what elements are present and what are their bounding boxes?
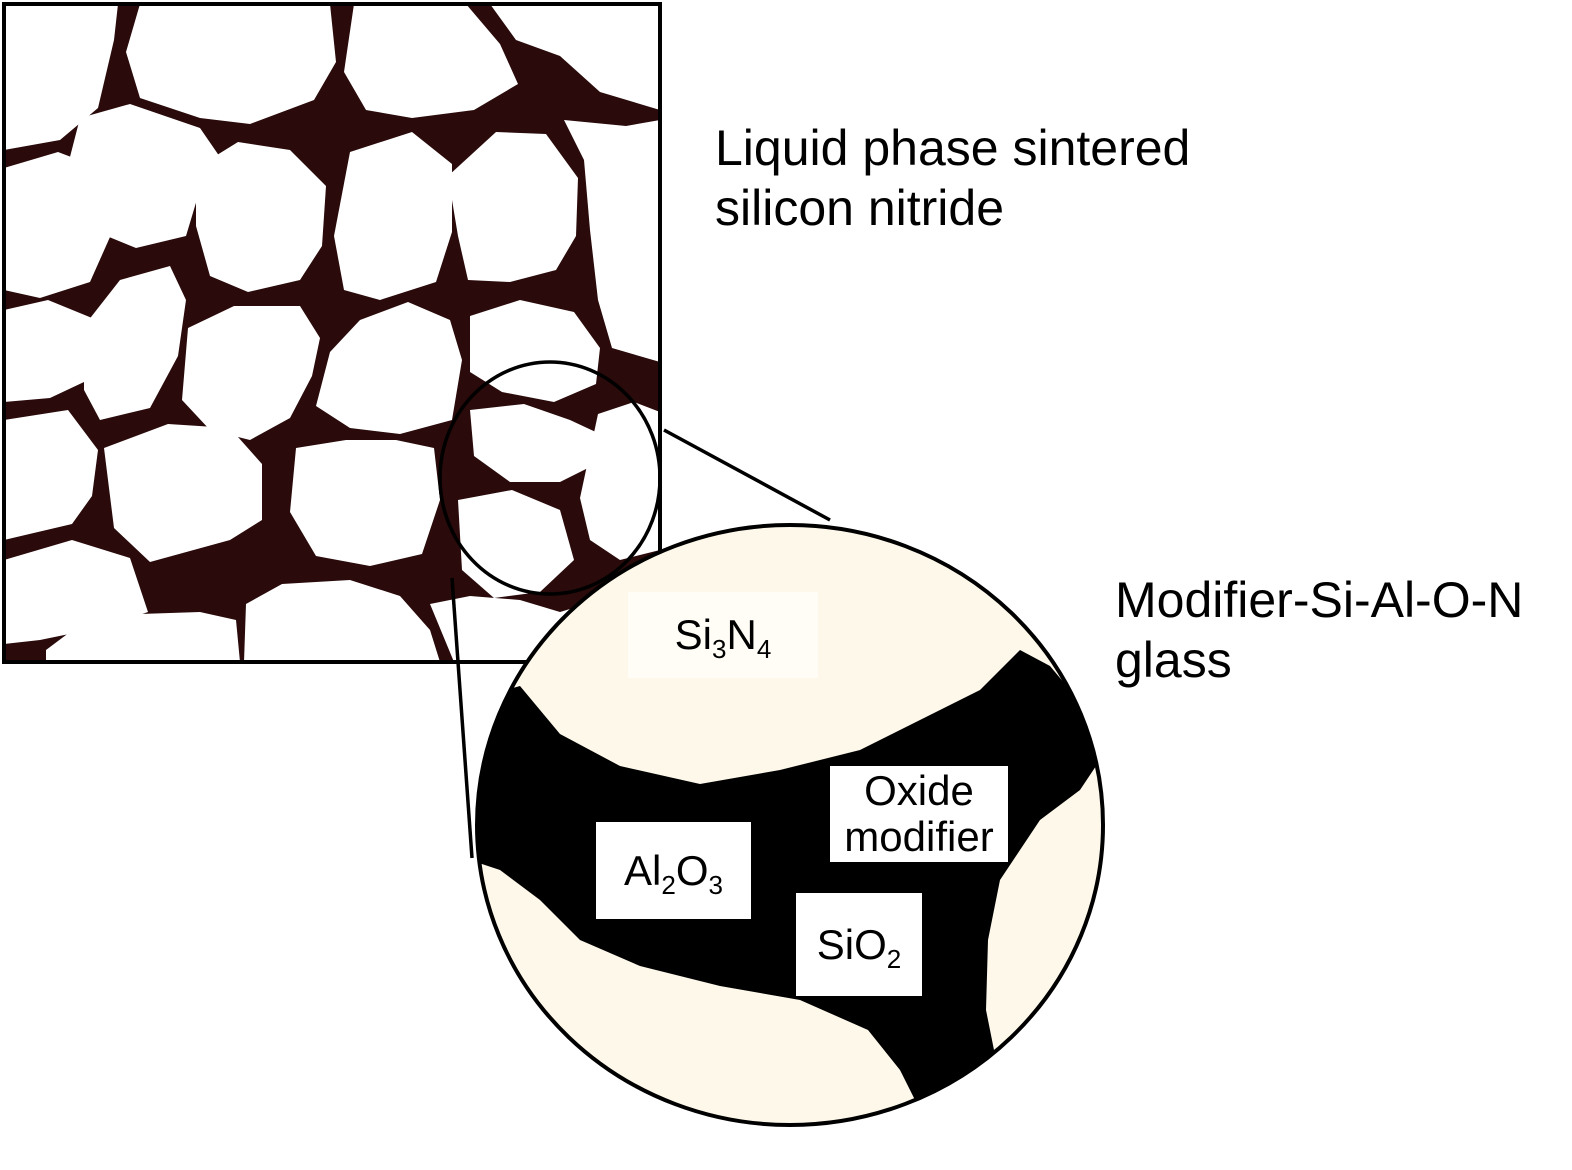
label-subscript: 2 <box>887 944 901 974</box>
label-subscript: 2 <box>661 870 675 900</box>
caption-line: Liquid phase sintered <box>715 118 1190 178</box>
label-text: Oxide <box>864 768 974 814</box>
label-text: SiO <box>817 921 887 968</box>
grain <box>290 440 440 566</box>
label-text: N <box>727 611 757 658</box>
caption-line: Modifier-Si-Al-O-N <box>1115 570 1523 630</box>
caption-glass: Modifier-Si-Al-O-N glass <box>1115 570 1523 690</box>
label-subscript: 4 <box>757 634 771 664</box>
label-text: Al <box>624 847 661 894</box>
label-subscript: 3 <box>712 634 726 664</box>
caption-line: silicon nitride <box>715 178 1190 238</box>
label-sio2: SiO2 <box>796 893 922 996</box>
grain <box>334 132 452 300</box>
connector-line-right <box>664 430 830 520</box>
label-oxide-modifier: Oxide modifier <box>830 766 1008 862</box>
caption-line: glass <box>1115 630 1523 690</box>
label-si3n4: Si3N4 <box>628 592 818 678</box>
label-text: O <box>676 847 709 894</box>
caption-silicon-nitride: Liquid phase sintered silicon nitride <box>715 118 1190 238</box>
label-text: modifier <box>844 814 993 860</box>
label-subscript: 3 <box>709 870 723 900</box>
label-al2o3: Al2O3 <box>596 822 751 919</box>
label-text: Si <box>675 611 712 658</box>
microstructure-panel <box>4 4 660 662</box>
